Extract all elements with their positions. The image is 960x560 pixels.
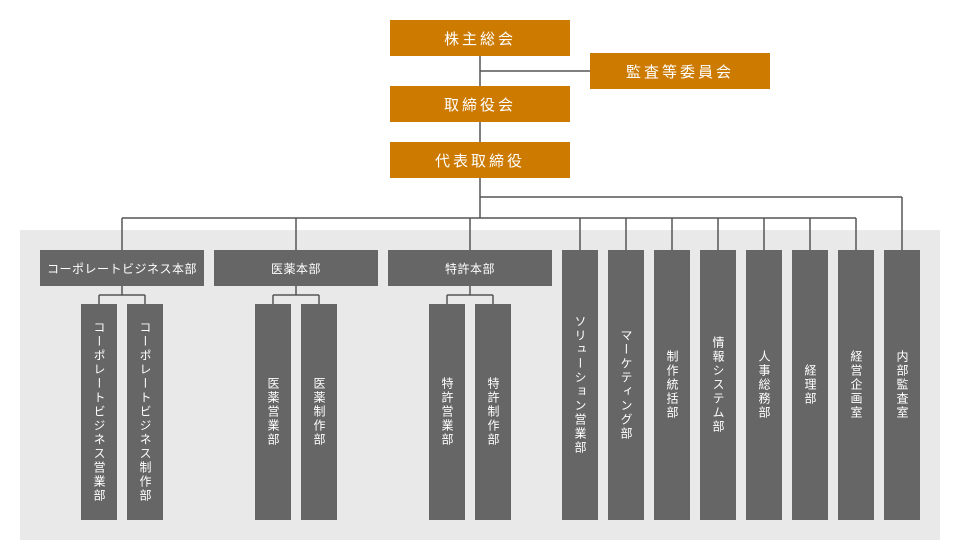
dept-label: コーポレートビジネス営業部 xyxy=(92,321,106,503)
dept-hr-general-affairs: 人事総務部 xyxy=(746,250,782,520)
dept-corporate-planning: 経営企画室 xyxy=(838,250,874,520)
division-pharma: 医薬本部 xyxy=(214,250,378,286)
dept-label: 経営企画室 xyxy=(849,350,863,420)
audit-committee-box: 監査等委員会 xyxy=(590,53,770,89)
dept-label: ソリューション営業部 xyxy=(573,315,587,455)
dept-solution-sales: ソリューション営業部 xyxy=(562,250,598,520)
dept-label: 経理部 xyxy=(803,364,817,406)
dept-label: コーポレートビジネス制作部 xyxy=(138,321,152,503)
dept-label: 人事総務部 xyxy=(757,350,771,420)
dept-corporate-production: コーポレートビジネス制作部 xyxy=(127,304,163,520)
dept-label: 特許営業部 xyxy=(440,377,454,447)
dept-marketing: マーケティング部 xyxy=(608,250,644,520)
dept-label: 医薬制作部 xyxy=(312,377,326,447)
dept-label: 情報システム部 xyxy=(711,336,725,434)
shareholders-meeting-box: 株主総会 xyxy=(390,20,570,56)
representative-director-box: 代表取締役 xyxy=(390,142,570,178)
dept-internal-audit: 内部監査室 xyxy=(884,250,920,520)
dept-patent-production: 特許制作部 xyxy=(475,304,511,520)
dept-label: 特許制作部 xyxy=(486,377,500,447)
board-of-directors-box: 取締役会 xyxy=(390,86,570,122)
dept-pharma-sales: 医薬営業部 xyxy=(255,304,291,520)
dept-label: マーケティング部 xyxy=(619,329,633,441)
dept-accounting: 経理部 xyxy=(792,250,828,520)
dept-corporate-sales: コーポレートビジネス営業部 xyxy=(81,304,117,520)
dept-label: 制作統括部 xyxy=(665,350,679,420)
division-corporate-business: コーポレートビジネス本部 xyxy=(40,250,204,286)
division-patent: 特許本部 xyxy=(388,250,552,286)
dept-patent-sales: 特許営業部 xyxy=(429,304,465,520)
dept-production-management: 制作統括部 xyxy=(654,250,690,520)
dept-label: 医薬営業部 xyxy=(266,377,280,447)
dept-label: 内部監査室 xyxy=(895,350,909,420)
dept-information-systems: 情報システム部 xyxy=(700,250,736,520)
dept-pharma-production: 医薬制作部 xyxy=(301,304,337,520)
